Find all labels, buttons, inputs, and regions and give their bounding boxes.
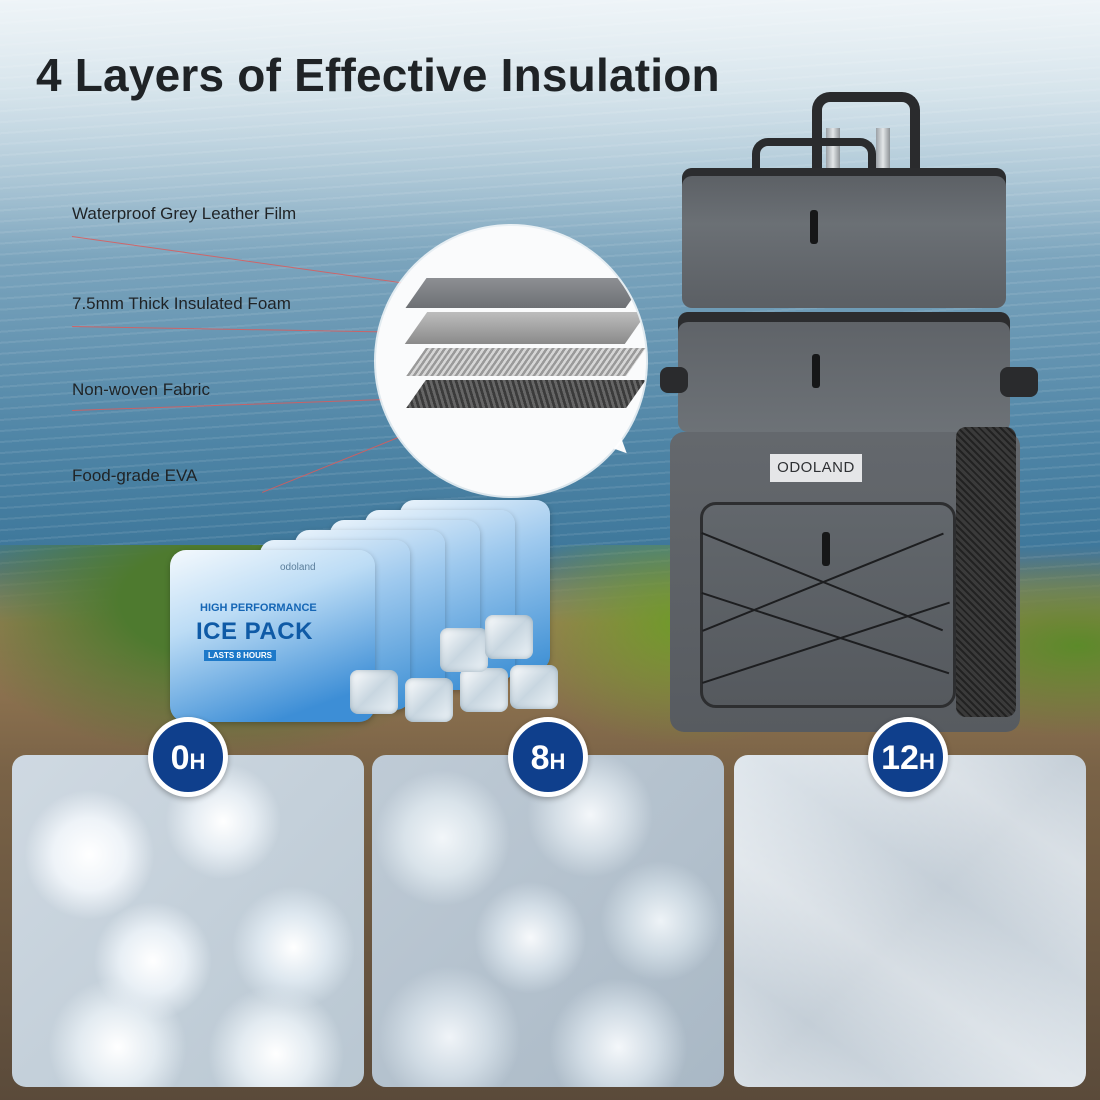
ice-pack-title: ICE PACK — [196, 618, 313, 645]
ice-pack-group: odoland HIGH PERFORMANCE ICE PACK LASTS … — [170, 500, 560, 722]
time-badge-12h: 12H — [868, 717, 948, 797]
time-unit: H — [918, 749, 935, 774]
carry-handle — [752, 138, 876, 182]
ice-cube — [350, 670, 398, 714]
time-unit: H — [549, 749, 566, 774]
side-mesh-pocket — [956, 427, 1016, 717]
layer-label-1: Waterproof Grey Leather Film — [72, 204, 297, 223]
ice-photo-12h — [734, 755, 1086, 1087]
time-badge-8h: 8H — [508, 717, 588, 797]
foam-layer — [404, 312, 646, 344]
ice-pack-subtitle: HIGH PERFORMANCE — [200, 602, 317, 614]
time-value: 8 — [530, 739, 550, 777]
middle-compartment — [678, 312, 1010, 432]
zipper-pull — [822, 532, 830, 566]
layer-label-2: 7.5mm Thick Insulated Foam — [72, 294, 291, 313]
layer-label-3: Non-woven Fabric — [72, 380, 210, 399]
leather-film-layer — [405, 278, 646, 308]
ice-pack-front: odoland HIGH PERFORMANCE ICE PACK LASTS … — [170, 550, 375, 722]
ice-cube — [405, 678, 453, 722]
zipper-pull — [812, 354, 820, 388]
time-unit: H — [189, 749, 206, 774]
brand-logo: ODOLAND — [770, 454, 862, 482]
ice-cube — [460, 668, 508, 712]
side-strap-left — [660, 367, 688, 393]
ice-photo-0h — [12, 755, 364, 1087]
zipper-pull — [810, 210, 818, 244]
ice-pack-duration: LASTS 8 HOURS — [204, 650, 277, 661]
layer-label-4: Food-grade EVA — [72, 466, 198, 485]
time-badge-0h: 0H — [148, 717, 228, 797]
page-title: 4 Layers of Effective Insulation — [36, 49, 720, 101]
time-value: 0 — [170, 739, 190, 777]
side-strap-right — [1000, 367, 1038, 397]
eva-layer — [406, 380, 646, 408]
rolling-cooler: ODOLAND — [640, 92, 1060, 742]
layer-magnifier — [376, 226, 646, 496]
top-compartment — [682, 168, 1006, 308]
ice-photo-8h — [372, 755, 724, 1087]
ice-cube — [485, 615, 533, 659]
time-value: 12 — [881, 739, 919, 777]
ice-cube — [510, 665, 558, 709]
non-woven-layer — [406, 348, 646, 376]
ice-cube — [440, 628, 488, 672]
ice-pack-brand: odoland — [280, 562, 316, 573]
